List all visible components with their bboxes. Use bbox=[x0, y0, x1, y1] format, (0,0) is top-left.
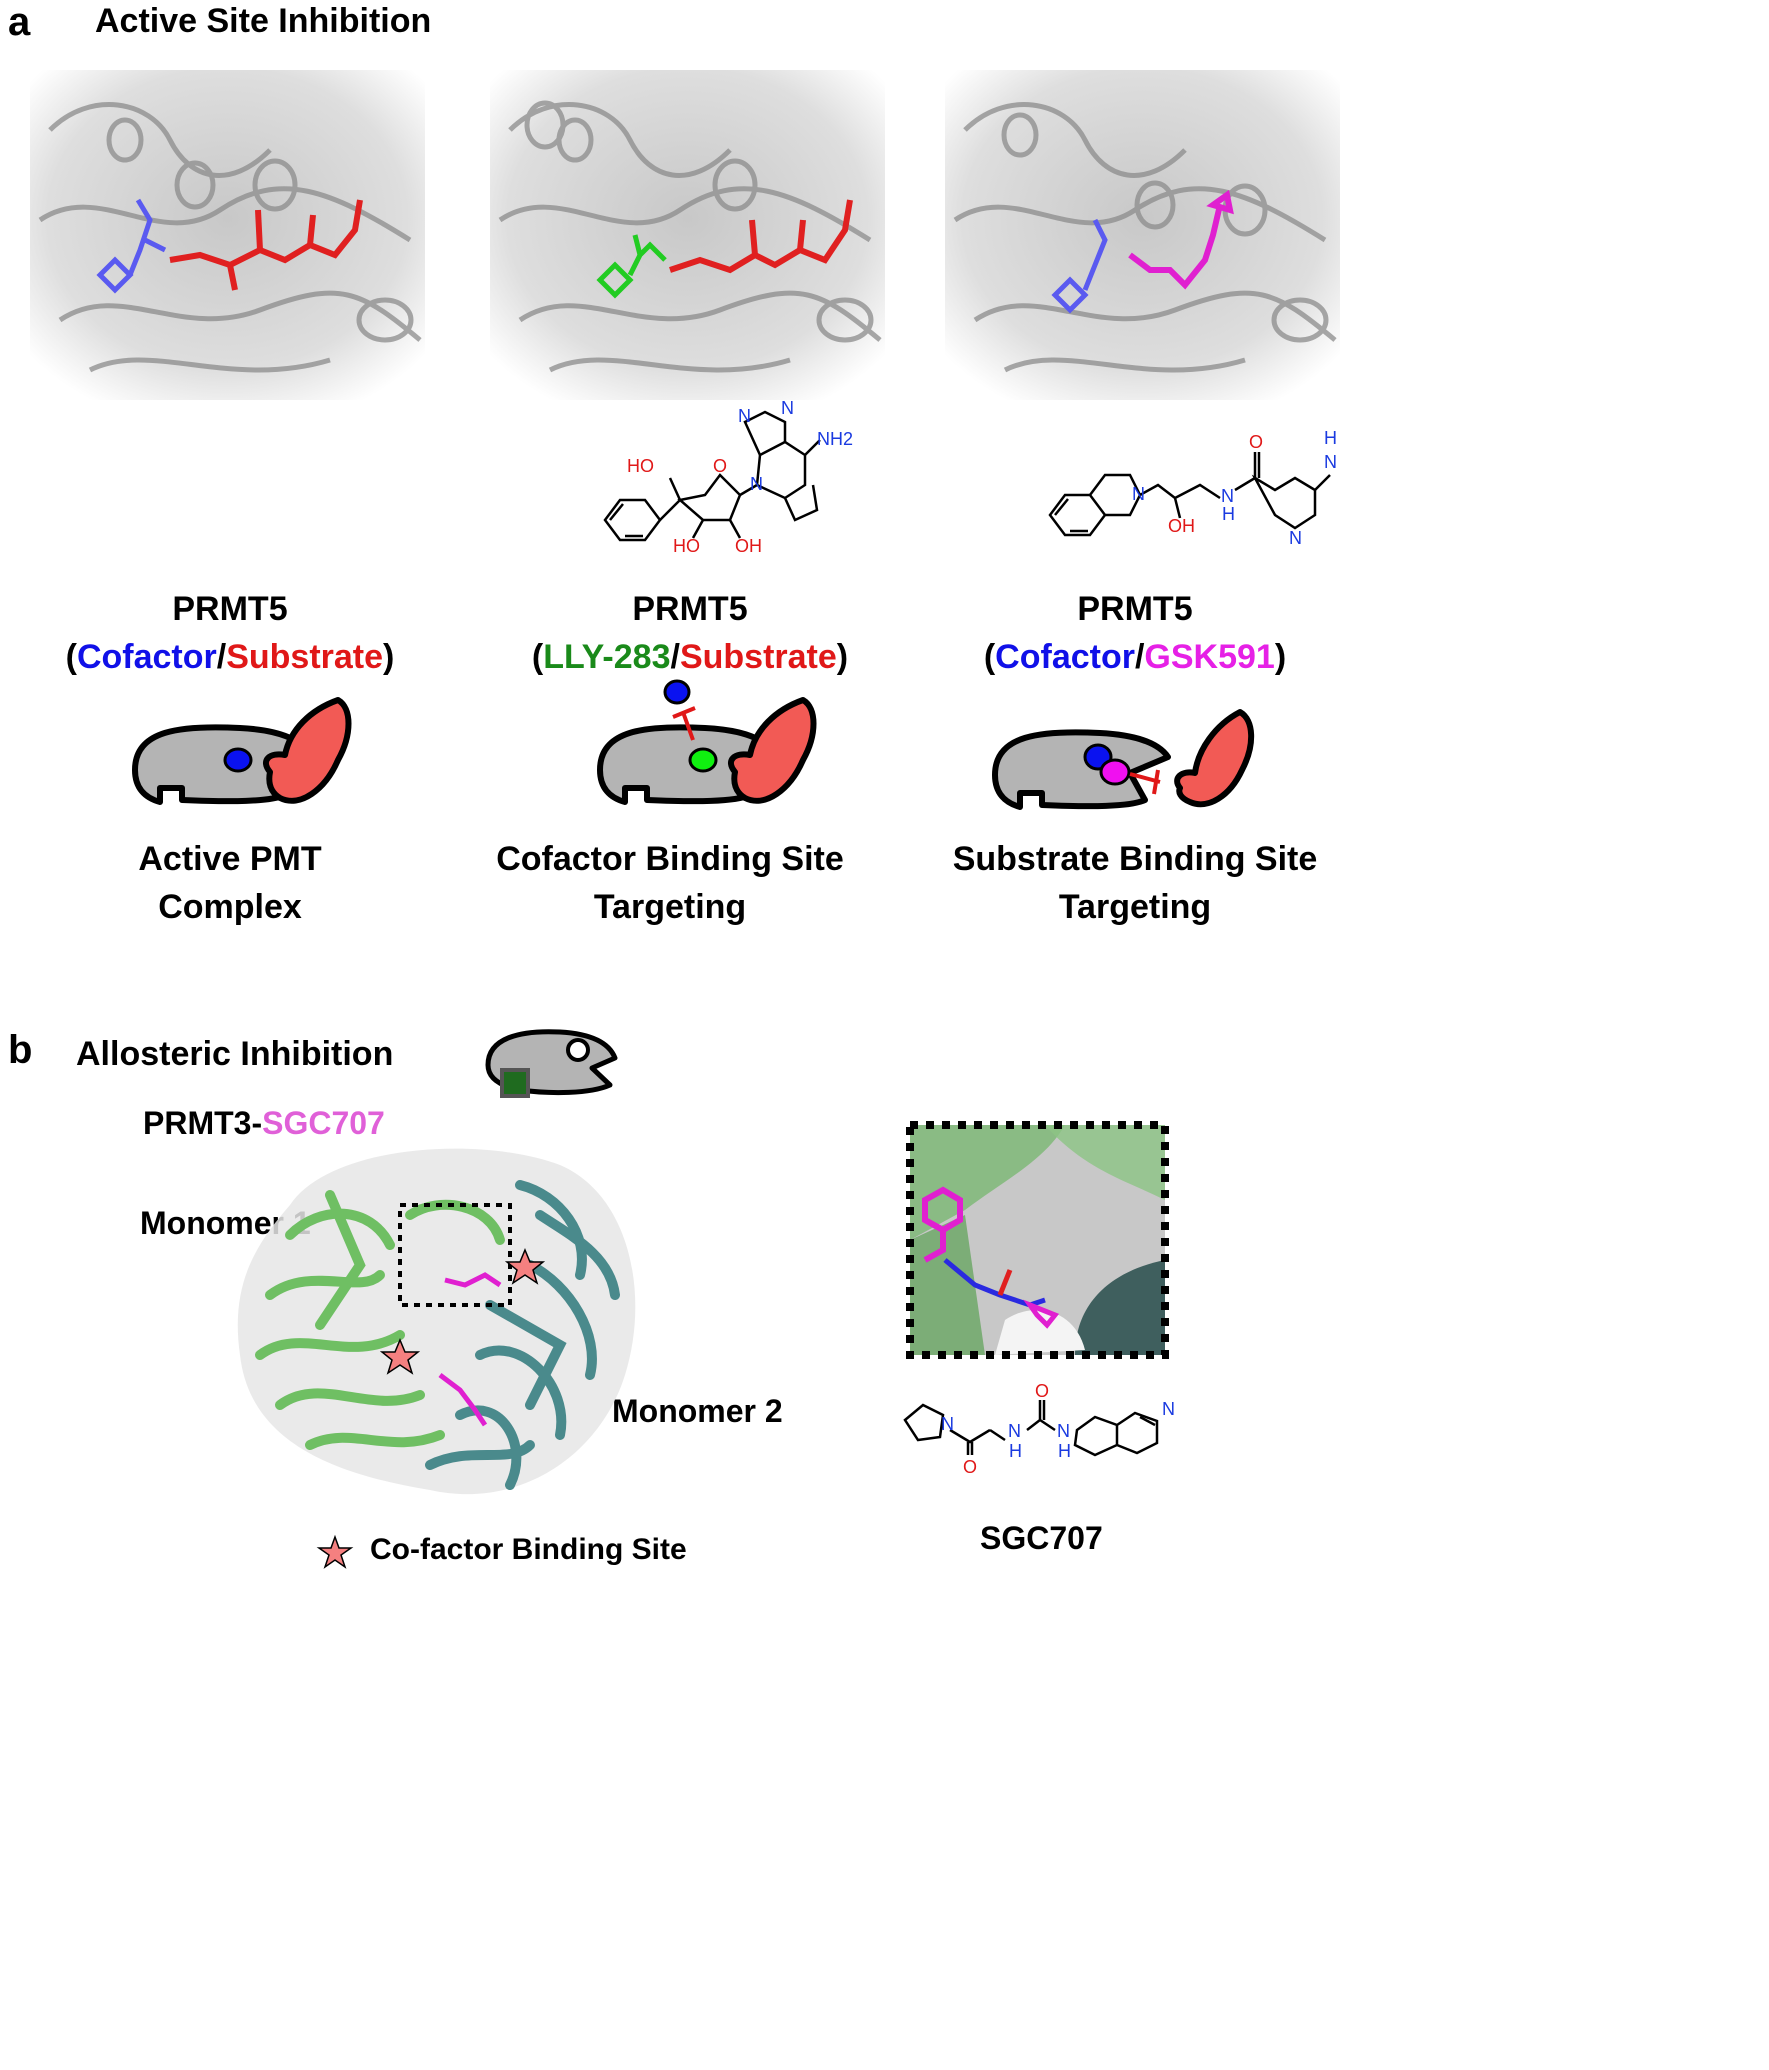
gsk591-structure: N OH O N H N H N bbox=[1048, 428, 1337, 548]
protein-name: PRMT5 bbox=[172, 590, 288, 628]
atom-label: N bbox=[781, 398, 794, 418]
atom-label: HO bbox=[673, 536, 700, 556]
ligand-pair: (Cofactor/Substrate) bbox=[65, 638, 395, 676]
binding-site-zoom-inset bbox=[906, 1121, 1169, 1359]
allosteric-schematic bbox=[485, 1029, 618, 1098]
column-2-heading: PRMT5 (LLY-283/Substrate) bbox=[490, 585, 890, 681]
atom-label: N bbox=[1057, 1421, 1070, 1441]
protein-name: PRMT5 bbox=[632, 590, 748, 628]
atom-label: H bbox=[1324, 428, 1337, 448]
star-icon bbox=[316, 1534, 354, 1569]
protein-name: PRMT5 bbox=[1077, 590, 1193, 628]
legend-label: Co-factor Binding Site bbox=[370, 1533, 687, 1566]
atom-label: H bbox=[1058, 1441, 1071, 1461]
atom-label: N bbox=[1008, 1421, 1021, 1441]
compound-name: SGC707 bbox=[980, 1520, 1103, 1556]
prmt5-structure-render-1 bbox=[30, 70, 425, 400]
sgc707-structure: N O N H O N H N bbox=[903, 1381, 1175, 1477]
column-1-heading: PRMT5 (Cofactor/Substrate) bbox=[30, 585, 430, 681]
substrate-site-schematic bbox=[992, 709, 1255, 810]
atom-label: O bbox=[1035, 1381, 1049, 1401]
panel-b-letter: b bbox=[8, 1028, 33, 1072]
atom-label: N bbox=[1221, 486, 1234, 506]
prmt5-structure-render-2 bbox=[490, 70, 885, 400]
panel-a-letter: a bbox=[8, 0, 31, 44]
atom-label: HO bbox=[627, 456, 654, 476]
lly-283-structure: HO O N N N NH2 HO OH bbox=[603, 398, 853, 556]
atom-label: O bbox=[963, 1457, 977, 1477]
atom-label: N bbox=[941, 1414, 954, 1434]
atom-label: OH bbox=[1168, 516, 1195, 536]
panel-a-title: Active Site Inhibition bbox=[95, 2, 432, 40]
ligand-pair: (LLY-283/Substrate) bbox=[531, 638, 849, 676]
atom-label: N bbox=[738, 406, 751, 426]
prmt3-dimer-render bbox=[237, 1148, 636, 1495]
atom-label: N bbox=[750, 474, 763, 494]
atom-label: OH bbox=[735, 536, 762, 556]
monomer-2-label: Monomer 2 bbox=[612, 1393, 783, 1429]
atom-label: N bbox=[1289, 528, 1302, 548]
atom-label: NH2 bbox=[817, 429, 853, 449]
panel-b-title: Allosteric Inhibition bbox=[76, 1035, 394, 1073]
active-complex-schematic bbox=[132, 697, 352, 805]
atom-label: N bbox=[1162, 1399, 1175, 1419]
atom-label: N bbox=[1132, 484, 1145, 504]
complex-label: PRMT3-SGC707 bbox=[143, 1105, 385, 1141]
atom-label: N bbox=[1324, 452, 1337, 472]
atom-label: O bbox=[713, 456, 727, 476]
atom-label: O bbox=[1249, 432, 1263, 452]
atom-label: H bbox=[1222, 504, 1235, 524]
prmt5-structure-render-3 bbox=[945, 70, 1340, 400]
ligand-pair: (Cofactor/GSK591) bbox=[983, 638, 1287, 676]
cofactor-site-schematic bbox=[597, 679, 817, 805]
column-3-heading: PRMT5 (Cofactor/GSK591) bbox=[935, 585, 1335, 681]
atom-label: H bbox=[1009, 1441, 1022, 1461]
